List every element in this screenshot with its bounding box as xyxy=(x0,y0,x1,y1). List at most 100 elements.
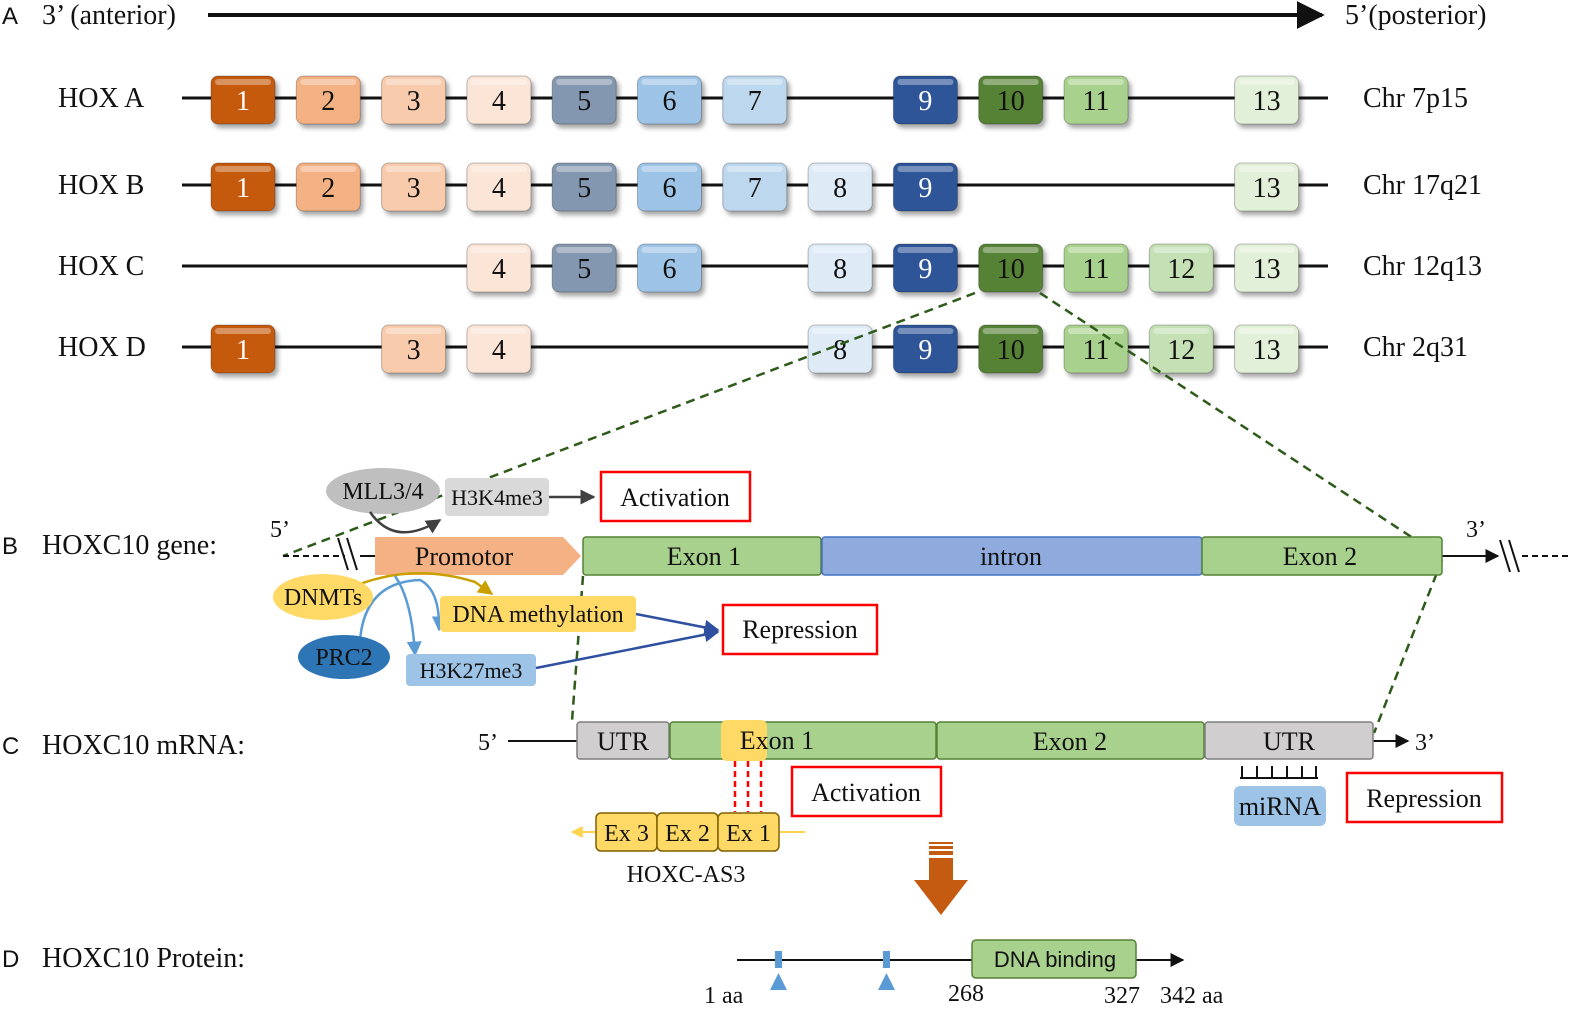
mrna-5prime-label: 5’ xyxy=(478,730,498,756)
gene-box-highlight xyxy=(385,328,442,334)
chromosome-location: Chr 7p15 xyxy=(1363,83,1468,114)
gene-box-highlight xyxy=(726,166,783,172)
hox-gene-box xyxy=(637,75,702,125)
prc2-ellipse xyxy=(298,635,390,679)
as3-exon-label: Ex 1 xyxy=(726,821,771,847)
gene-box-highlight xyxy=(556,79,613,85)
dnmts-arrow xyxy=(349,572,494,596)
gene-exon1 xyxy=(582,536,822,576)
activation-label-gene: Activation xyxy=(620,483,730,512)
pos-start-label: 1 aa xyxy=(704,983,744,1009)
hox-gene-box xyxy=(978,75,1044,125)
dna-binding-domain xyxy=(971,939,1137,979)
hox-gene-box xyxy=(381,324,447,374)
panel-c-title: HOXC10 mRNA: xyxy=(42,730,245,761)
hox-gene-number: 11 xyxy=(1083,335,1110,366)
mirna-box xyxy=(1234,786,1326,826)
methylation-arrow xyxy=(635,612,720,635)
hox-gene-number: 9 xyxy=(918,173,932,204)
hox-gene-box xyxy=(1063,243,1129,293)
hox-gene-number: 13 xyxy=(1253,254,1281,285)
gene-box-highlight xyxy=(470,328,527,334)
as3-exon-box xyxy=(717,812,780,852)
hox-gene-box xyxy=(1063,75,1129,125)
mrna-exon2-label: Exon 2 xyxy=(1033,727,1107,756)
gene-box-highlight xyxy=(215,166,271,172)
mirna-binding-ticks xyxy=(1240,766,1318,779)
panel-b: B HOXC10 gene: 5’ 3’ MLL3/4 H3K4me3 Acti… xyxy=(2,468,1570,686)
hox-gene-number: 4 xyxy=(492,335,506,366)
gene-box-highlight xyxy=(1153,247,1210,253)
hox-gene-box xyxy=(892,324,958,374)
antisense-pairing xyxy=(733,761,763,812)
gene-box-highlight xyxy=(1153,328,1210,334)
hox-gene-box xyxy=(210,324,276,374)
hox-gene-box xyxy=(1234,162,1300,212)
hox-gene-number: 8 xyxy=(833,254,847,285)
gene-box-highlight xyxy=(812,328,869,334)
gene-box-highlight xyxy=(726,79,783,85)
h3k27me3-box xyxy=(406,654,536,686)
gene-box-highlight xyxy=(300,166,357,172)
panel-d-title: HOXC10 Protein: xyxy=(42,943,245,974)
pos-domain-start-label: 268 xyxy=(948,981,984,1007)
gene-box-highlight xyxy=(470,166,527,172)
hox-gene-number: 7 xyxy=(748,173,762,204)
gene-box-highlight xyxy=(1238,79,1295,85)
hox-gene-box xyxy=(1234,75,1300,125)
site-marker-1 xyxy=(775,951,782,968)
panel-b-letter: B xyxy=(2,533,18,560)
hox-gene-number: 10 xyxy=(997,86,1025,117)
hox-gene-number: 4 xyxy=(492,173,506,204)
gene-box-highlight xyxy=(215,79,271,85)
hox-gene-number: 8 xyxy=(833,173,847,204)
break-mark-right xyxy=(1499,539,1511,573)
mll-label: MLL3/4 xyxy=(342,479,423,505)
hox-gene-box xyxy=(722,75,788,125)
mrna-utr3 xyxy=(1204,721,1374,760)
break-mark-left xyxy=(337,537,349,571)
hox-gene-box xyxy=(807,162,873,212)
hox-gene-number: 13 xyxy=(1253,335,1281,366)
activation-box-mrna xyxy=(790,765,943,818)
pos-end-label: 342 aa xyxy=(1160,983,1224,1009)
gene-box-highlight xyxy=(556,166,613,172)
gene-box-highlight xyxy=(897,79,954,85)
antisense-overlap xyxy=(721,720,767,761)
dna-methylation-label: DNA methylation xyxy=(452,602,623,628)
as3-exon-label: Ex 3 xyxy=(604,821,649,847)
hox-gene-box xyxy=(1148,243,1214,293)
gene-box-highlight xyxy=(1238,328,1295,334)
promotor-label: Promotor xyxy=(415,542,514,571)
hox-gene-box xyxy=(466,324,532,374)
hox-gene-box xyxy=(637,243,702,293)
hox-gene-box xyxy=(381,162,447,212)
hox-gene-number: 1 xyxy=(236,86,250,117)
hox-gene-box xyxy=(722,162,788,212)
panel-d-letter: D xyxy=(2,946,19,973)
prc2-label: PRC2 xyxy=(315,645,372,671)
hox-gene-number: 12 xyxy=(1167,335,1195,366)
gene-box-highlight xyxy=(385,79,442,85)
hox-gene-number: 10 xyxy=(997,254,1025,285)
gene-box-highlight xyxy=(1068,79,1124,85)
gene-box-highlight xyxy=(215,328,271,334)
gene-box-highlight xyxy=(982,328,1039,334)
gene-exon2 xyxy=(1201,536,1443,576)
hox-gene-number: 4 xyxy=(492,254,506,285)
hox-gene-box xyxy=(210,162,276,212)
gene-box-highlight xyxy=(641,79,698,85)
gene-box-highlight xyxy=(982,79,1039,85)
mrna-exon1-label: Exon 1 xyxy=(740,726,814,755)
gene-box-highlight xyxy=(897,166,954,172)
chromosome-location: Chr 17q21 xyxy=(1363,170,1482,201)
hox-gene-box xyxy=(978,243,1044,293)
gene-box-highlight xyxy=(897,328,954,334)
gene-box-highlight xyxy=(812,247,869,253)
gene-box-highlight xyxy=(897,247,954,253)
mll-arrow xyxy=(368,511,442,534)
